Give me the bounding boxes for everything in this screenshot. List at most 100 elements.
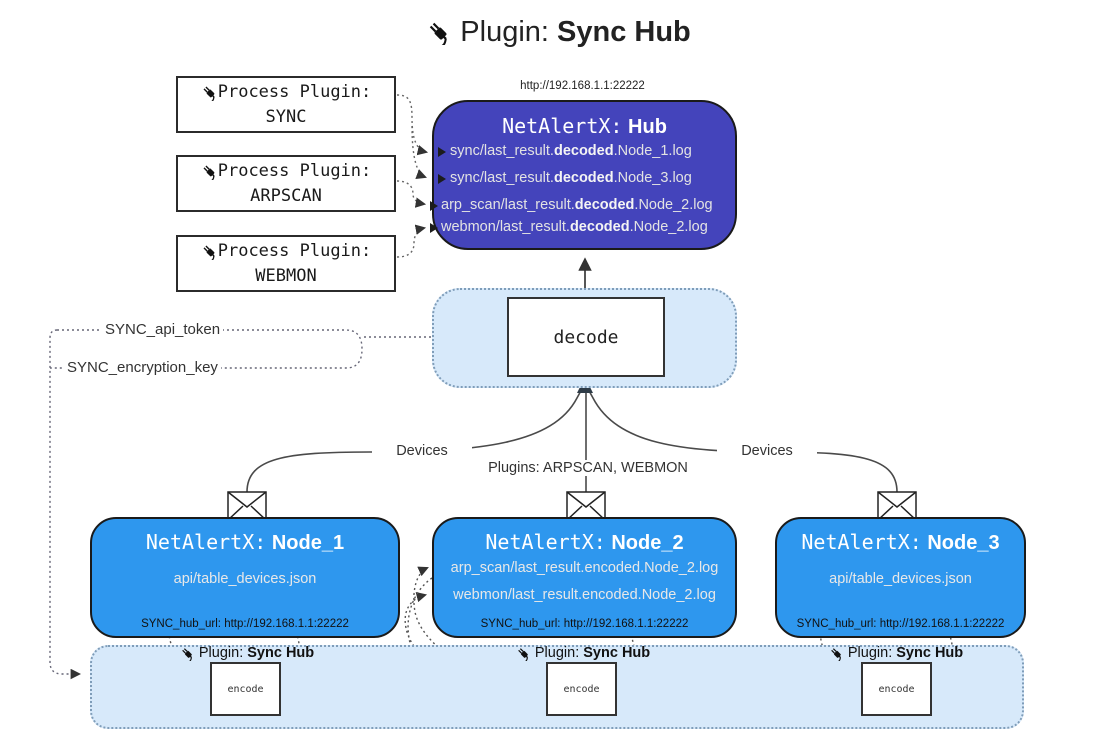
encode-label-name: Sync Hub — [583, 645, 651, 661]
log-arrow-icon — [430, 223, 438, 233]
node-file: api/table_devices.json — [173, 571, 317, 587]
log-arrow-icon — [438, 174, 446, 184]
plug-icon — [203, 245, 215, 262]
process-plugin-label-text: Process Plugin: — [217, 160, 372, 181]
node-title-prefix: NetAlertX: — [801, 530, 922, 554]
log-bold: decoded — [553, 170, 614, 186]
node-title-name: Node_3 — [927, 532, 1000, 554]
process-plugin-label: Process Plugin: — [178, 80, 394, 105]
node-title: NetAlertX: Node_1 — [92, 530, 398, 555]
process-plugin-label: Process Plugin: — [178, 239, 394, 264]
encode-label-prefix: Plugin: — [534, 645, 580, 661]
node-title-prefix: NetAlertX: — [145, 530, 267, 554]
process-plugin-arpscan-box[interactable]: Process Plugin: ARPSCAN — [176, 155, 396, 212]
encode3-plugin-label: Plugin: Sync Hub — [796, 645, 996, 663]
envelope-icons — [227, 491, 917, 521]
encode-box-label: encode — [227, 683, 264, 695]
sync-to-log2-connector — [411, 125, 427, 179]
log-arrow-icon — [438, 147, 446, 157]
token-loop-left-down — [49, 329, 82, 680]
plug-icon — [831, 648, 841, 663]
log-pre: webmon/last_result. — [441, 219, 570, 235]
encode-box-label: encode — [563, 683, 600, 695]
hub-log-line: sync/last_result.decoded.Node_1.log — [450, 143, 692, 159]
hub-log-line: webmon/last_result.decoded.Node_2.log — [441, 219, 708, 235]
envelope-icon-node3 — [877, 491, 917, 521]
sync-encryption-key-label: SYNC_encryption_key — [64, 359, 221, 376]
sync-to-log1-connector — [396, 94, 429, 156]
node-file: webmon/last_result.encoded.Node_2.log — [453, 587, 716, 603]
encode2-box[interactable]: encode — [546, 662, 617, 716]
page-title: Plugin: Sync Hub — [0, 16, 1117, 49]
node-title-name: Node_2 — [611, 532, 684, 554]
process-plugin-webmon-box[interactable]: Process Plugin: WEBMON — [176, 235, 396, 292]
plug-icon — [430, 22, 447, 48]
node2-box[interactable]: NetAlertX: Node_2 arp_scan/last_result.e… — [432, 517, 737, 638]
encode-label-prefix: Plugin: — [847, 645, 893, 661]
hub-title: NetAlertX: Hub — [434, 114, 735, 139]
devices-right-label: Devices — [717, 443, 817, 459]
log-bold: decoded — [569, 219, 630, 235]
envelope-icon-node1 — [227, 491, 267, 521]
page-title-prefix: Plugin: — [460, 16, 549, 48]
node-title: NetAlertX: Node_2 — [434, 530, 735, 555]
hub-title-prefix: NetAlertX: — [502, 114, 623, 138]
log-post: .Node_1.log — [613, 143, 692, 159]
encode-label-name: Sync Hub — [896, 645, 964, 661]
hub-box[interactable]: NetAlertX: Hub sync/last_result.decoded.… — [430, 100, 737, 250]
plug-icon — [203, 86, 215, 103]
process-plugin-label-text: Process Plugin: — [217, 81, 372, 102]
webmon-to-log4-connector — [396, 224, 427, 258]
arpscan-to-log3-connector — [396, 180, 427, 208]
log-post: .Node_3.log — [613, 170, 692, 186]
decode-box[interactable]: decode — [507, 297, 665, 377]
devices-left-label: Devices — [372, 443, 472, 459]
encode3-box[interactable]: encode — [861, 662, 932, 716]
node-file: arp_scan/last_result.encoded.Node_2.log — [450, 560, 719, 576]
node-hub-url: SYNC_hub_url: http://192.168.1.1:22222 — [796, 618, 1005, 630]
log-pre: sync/last_result. — [450, 143, 554, 159]
encode2-plugin-label: Plugin: Sync Hub — [483, 645, 683, 663]
hub-log-line: sync/last_result.decoded.Node_3.log — [450, 170, 692, 186]
process-plugin-name: ARPSCAN — [250, 185, 322, 206]
node-title-prefix: NetAlertX: — [485, 530, 606, 554]
hub-url-label: http://192.168.1.1:22222 — [520, 80, 645, 92]
node3-box[interactable]: NetAlertX: Node_3 api/table_devices.json… — [775, 517, 1026, 638]
encode-label-name: Sync Hub — [247, 645, 315, 661]
process-plugin-sync-box[interactable]: Process Plugin: SYNC — [176, 76, 396, 133]
hub-log-line: arp_scan/last_result.decoded.Node_2.log — [441, 197, 713, 213]
log-pre: sync/last_result. — [450, 170, 554, 186]
node1-box[interactable]: NetAlertX: Node_1 api/table_devices.json… — [90, 517, 400, 638]
envelope-icon-node2 — [566, 491, 606, 521]
node-hub-url: SYNC_hub_url: http://192.168.1.1:22222 — [480, 618, 689, 630]
node-title: NetAlertX: Node_3 — [777, 530, 1024, 555]
token-connectors — [49, 329, 498, 680]
encode1-box[interactable]: encode — [210, 662, 281, 716]
plugins-center-label: Plugins: ARPSCAN, WEBMON — [480, 460, 696, 476]
plug-icon — [203, 165, 215, 182]
process-plugin-label: Process Plugin: — [178, 159, 394, 184]
process-plugin-name: SYNC — [265, 106, 307, 127]
log-bold: decoded — [574, 197, 635, 213]
encode1-plugin-label: Plugin: Sync Hub — [147, 645, 347, 663]
plugin-to-hub-connectors — [396, 94, 429, 258]
log-pre: arp_scan/last_result. — [441, 197, 575, 213]
log-arrow-icon — [430, 201, 438, 211]
plug-icon — [182, 648, 192, 663]
log-post: .Node_2.log — [629, 219, 708, 235]
process-plugin-label-text: Process Plugin: — [217, 240, 372, 261]
log-post: .Node_2.log — [634, 197, 713, 213]
plug-icon — [518, 648, 528, 663]
hub-title-name: Hub — [628, 116, 667, 138]
log-bold: decoded — [553, 143, 614, 159]
node-title-name: Node_1 — [271, 532, 345, 554]
encode-label-prefix: Plugin: — [198, 645, 244, 661]
sync-api-token-label: SYNC_api_token — [102, 321, 224, 338]
page-title-name: Sync Hub — [557, 16, 691, 48]
encode-box-label: encode — [878, 683, 915, 695]
node-hub-url: SYNC_hub_url: http://192.168.1.1:22222 — [141, 618, 349, 630]
process-plugin-name: WEBMON — [255, 265, 317, 286]
decode-label: decode — [553, 326, 619, 348]
